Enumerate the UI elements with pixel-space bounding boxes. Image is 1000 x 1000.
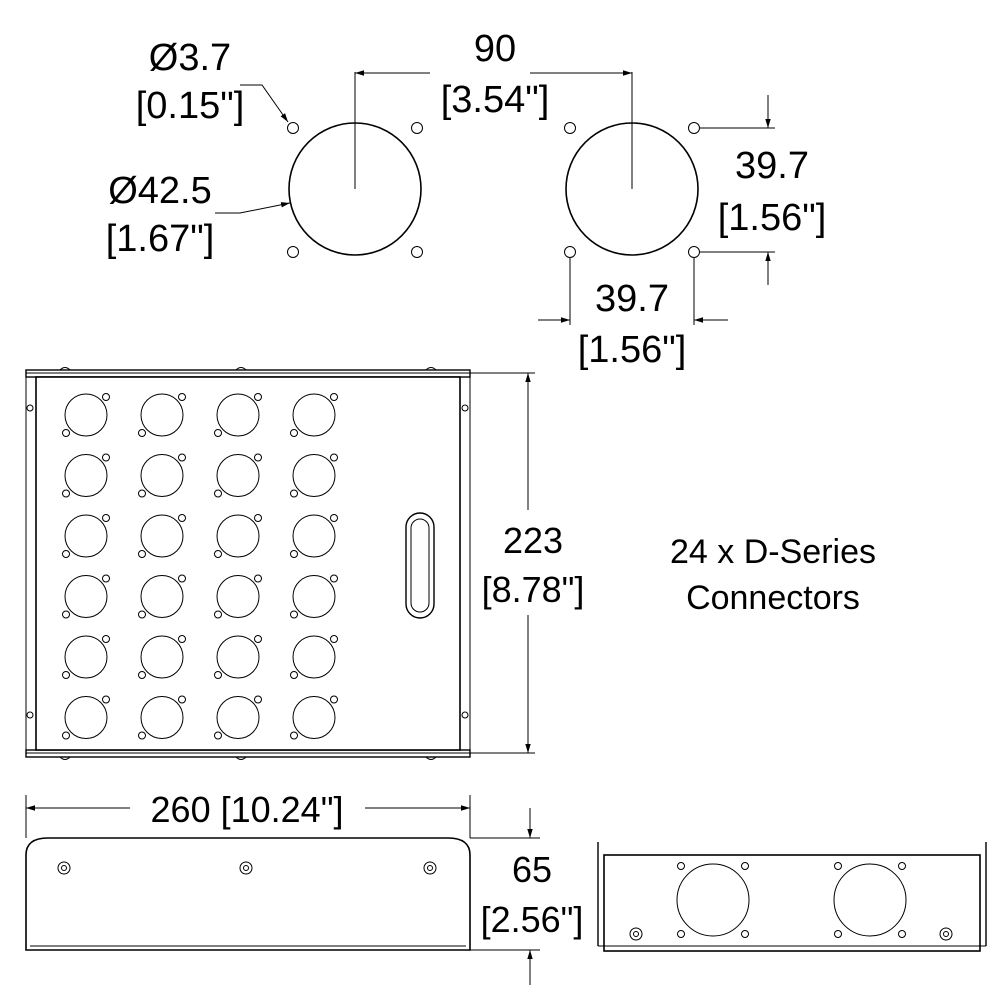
hole-dia-in: [0.15"] — [136, 85, 245, 127]
mount-hole — [411, 122, 423, 134]
spacing-in: [3.54"] — [441, 79, 550, 121]
front-view: 223 [8.78"] 24 x D-Series Connectors — [25, 367, 876, 760]
d-series-connector — [138, 393, 186, 437]
side-height-mm: 65 — [512, 849, 552, 890]
hole-horiz-in: [1.56"] — [578, 329, 687, 371]
rear-panel — [603, 854, 981, 952]
mount-hole — [564, 122, 576, 134]
connector-note-line2: Connectors — [686, 579, 860, 617]
d-series-connector — [138, 695, 186, 740]
d-series-connector — [138, 514, 186, 558]
d-series-connector — [214, 574, 262, 619]
cutout-dia-mm: Ø42.5 — [108, 170, 212, 212]
mount-hole — [287, 122, 299, 134]
spacing-mm: 90 — [474, 28, 516, 70]
d-series-connector — [138, 574, 186, 619]
connector-note-line1: 24 x D-Series — [670, 533, 876, 571]
mount-hole — [688, 122, 700, 134]
d-series-connector — [214, 695, 262, 740]
d-series-connector — [290, 514, 338, 558]
d-series-connector — [214, 453, 262, 498]
side-width-label: 260 [10.24"] — [151, 789, 344, 830]
side-panel — [25, 837, 471, 951]
d-series-connector — [62, 393, 110, 437]
mount-hole — [411, 246, 423, 258]
d-series-connector — [214, 393, 262, 437]
d-series-connector — [62, 514, 110, 558]
d-series-connector — [138, 635, 186, 679]
hole-horiz-mm: 39.7 — [595, 278, 669, 320]
d-series-connector — [214, 635, 262, 679]
front-height-mm: 223 — [503, 520, 563, 561]
hole-vert-in: [1.56"] — [718, 197, 827, 239]
hole-vert-mm: 39.7 — [735, 145, 809, 187]
hole-dia-mm: Ø3.7 — [149, 37, 231, 79]
d-series-connector — [290, 695, 338, 740]
front-plate — [35, 376, 461, 751]
connector-grid — [62, 393, 338, 740]
d-series-connector — [62, 695, 110, 740]
d-series-connector — [290, 635, 338, 679]
side-view: 260 [10.24"] 65 [2.56"] — [25, 789, 584, 985]
d-series-connector — [138, 453, 186, 498]
mount-hole — [564, 246, 576, 258]
cutout-detail: Ø3.7 [0.15"] Ø42.5 [1.67"] 90 [3.54"] 39… — [106, 28, 827, 371]
d-series-connector — [290, 393, 338, 437]
d-series-connector — [290, 574, 338, 619]
mount-hole — [688, 246, 700, 258]
front-height-in: [8.78"] — [482, 569, 585, 610]
d-series-connector — [214, 514, 262, 558]
cutout-dia-in: [1.67"] — [106, 218, 215, 260]
d-series-connector — [62, 574, 110, 619]
d-series-connector — [62, 635, 110, 679]
side-height-in: [2.56"] — [481, 899, 584, 940]
mount-hole — [287, 246, 299, 258]
handle-slot — [405, 512, 435, 619]
rear-view — [597, 842, 987, 952]
d-series-connector — [62, 453, 110, 498]
d-series-connector — [290, 453, 338, 498]
